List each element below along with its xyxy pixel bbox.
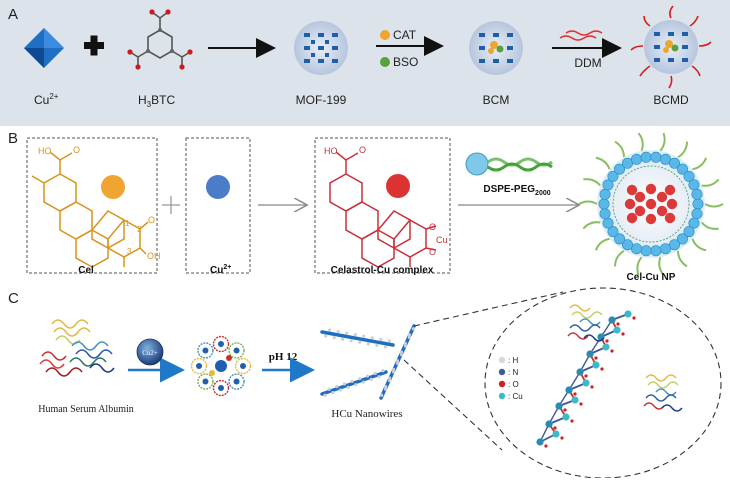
hsa-protein-small-icon-2 xyxy=(643,374,683,412)
ddm-label: DDM xyxy=(574,56,601,70)
cel-o2: O xyxy=(148,215,155,225)
nanowires xyxy=(320,324,416,400)
zoom-ellipse xyxy=(484,287,722,479)
cel-cu-np-particle xyxy=(578,132,724,276)
cel-caption: Cel xyxy=(78,265,94,276)
cel-ho: HO xyxy=(38,146,52,156)
hsa-protein-icon xyxy=(39,319,115,377)
cu-lattice xyxy=(536,310,636,448)
cel-num-2: 2 xyxy=(137,225,142,234)
cu-dot xyxy=(206,175,230,199)
cel-num-3: 3 xyxy=(127,247,132,256)
bcmd-particle xyxy=(630,5,712,89)
panel-a-label: A xyxy=(8,6,19,23)
bcm-label: BCM xyxy=(483,93,510,107)
complex-caption: Celastrol-Cu complex xyxy=(331,265,434,276)
legend-label-h: : H xyxy=(508,356,518,365)
btc-label: H3BTC xyxy=(138,93,175,109)
legend-dot-h xyxy=(498,356,506,364)
ph-label: pH 12 xyxy=(269,351,298,363)
zoom-line-top xyxy=(413,291,564,327)
cu-badge-label: Cu2+ xyxy=(142,349,158,357)
cel-o: O xyxy=(73,145,80,155)
btc-molecule-icon xyxy=(129,11,191,67)
bso-dot xyxy=(380,57,390,67)
plus-icon xyxy=(84,35,104,56)
cel-dot xyxy=(101,175,125,199)
panel-c-diagram: Human Serum Albumin Cu2+ pH 12 HCu Nanow… xyxy=(38,287,722,479)
legend-label-o: : O xyxy=(508,380,519,389)
cel-num-1: 1 xyxy=(125,219,130,228)
mof-199-particle xyxy=(294,21,348,75)
complex-cu: Cu xyxy=(436,235,448,245)
bcmd-label: BCMD xyxy=(653,93,689,107)
ddm-chain-icon xyxy=(559,35,597,41)
legend-label-cu: : Cu xyxy=(508,392,523,401)
legend-dot-n xyxy=(498,368,506,376)
complex-o2: O xyxy=(429,222,436,232)
cat-dot xyxy=(380,30,390,40)
cat-label: CAT xyxy=(393,28,417,42)
cu-crystal-icon xyxy=(24,28,64,68)
panel-b-label: B xyxy=(8,130,19,147)
panel-a-diagram: Cu2+ xyxy=(24,5,712,109)
complex-box xyxy=(314,137,451,274)
cel-oh: OH xyxy=(147,251,161,261)
panel-b-diagram: HO O O OH 1 2 3 Cel Cu2+ xyxy=(26,132,724,283)
panel-c-label: C xyxy=(8,290,19,307)
cu-box xyxy=(185,137,251,274)
dspe-label: DSPE-PEG2000 xyxy=(483,184,550,197)
atom-legend: : H : N : O : Cu xyxy=(498,356,523,401)
cu-label: Cu2+ xyxy=(34,92,59,107)
plus-icon xyxy=(162,196,180,214)
complex-o: O xyxy=(359,145,366,155)
complex-structure xyxy=(329,151,437,268)
dspe-peg-icon xyxy=(465,152,553,176)
bso-label: BSO xyxy=(393,55,418,69)
zoom-line-bottom xyxy=(403,359,503,451)
np-caption: Cel-Cu NP xyxy=(627,272,676,283)
panel-c: C xyxy=(0,284,730,479)
hsa-label: Human Serum Albumin xyxy=(38,404,134,415)
legend-dot-o xyxy=(498,380,506,388)
panel-a: A Cu2+ xyxy=(0,0,730,126)
legend-label-n: : N xyxy=(508,368,518,377)
legend-dot-cu xyxy=(498,392,506,400)
cu-caption: Cu2+ xyxy=(210,264,231,276)
cu-badge-icon xyxy=(136,338,164,366)
complex-o3: O xyxy=(429,247,436,257)
cel-box xyxy=(26,137,158,274)
panel-b: B xyxy=(0,126,730,284)
btc-atoms xyxy=(127,9,193,70)
hsa-cu-assembly xyxy=(190,335,252,397)
nanowires-label: HCu Nanowires xyxy=(331,408,402,420)
complex-dot xyxy=(386,174,410,198)
mof-label: MOF-199 xyxy=(296,93,347,107)
complex-ho: HO xyxy=(324,146,338,156)
cel-structure xyxy=(31,151,149,268)
hsa-protein-small-icon xyxy=(567,304,605,342)
bcm-particle xyxy=(469,21,523,75)
